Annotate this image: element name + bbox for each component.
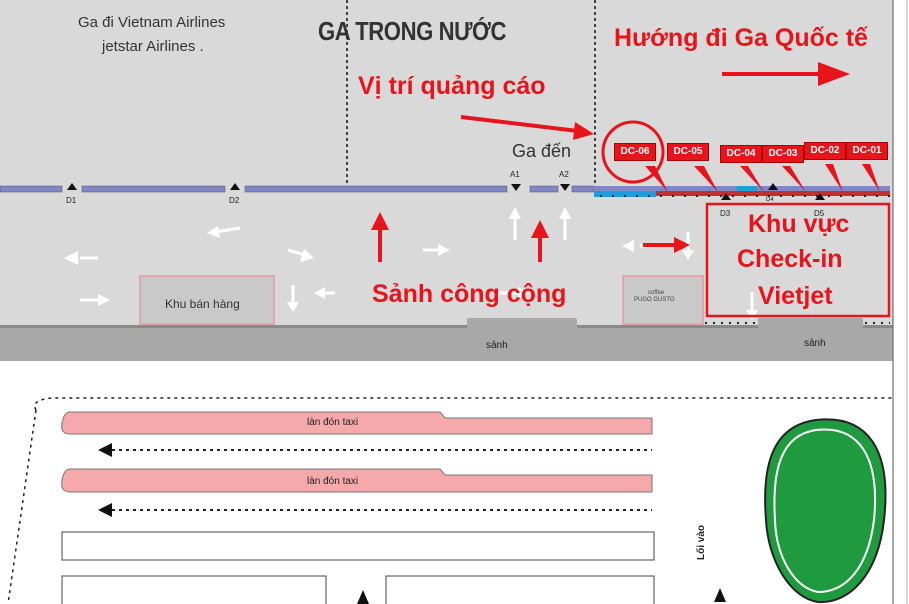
international-direction-label: Hướng đi Ga Quốc tế bbox=[614, 24, 868, 52]
checkin-zone-box bbox=[705, 202, 891, 318]
departure-label-line2: jetstar Airlines . bbox=[102, 38, 204, 55]
taxi-lane-2 bbox=[61, 468, 653, 493]
sales-area bbox=[139, 275, 275, 325]
checkin-line1: Khu vực bbox=[748, 210, 850, 238]
lobby-label-left: sảnh bbox=[486, 340, 508, 351]
taxi-lane-label-2: làn đón taxi bbox=[307, 476, 359, 487]
flow-arrows bbox=[64, 207, 758, 320]
ad-position-circle bbox=[601, 120, 665, 184]
sales-area-label: Khu bán hàng bbox=[165, 297, 240, 311]
lobby-label-right: sảnh bbox=[804, 338, 826, 349]
checkin-line2: Check-in bbox=[737, 245, 843, 273]
gate-d3: D3 bbox=[720, 209, 731, 218]
coffee-area bbox=[622, 275, 704, 325]
terminal-title: GA TRONG NƯỚC bbox=[318, 16, 506, 46]
ad-position-label: Vị trí quảng cáo bbox=[358, 72, 546, 100]
arrival-label: Ga đến bbox=[512, 141, 572, 161]
counter-tag-dc06: DC-06 bbox=[614, 143, 656, 161]
green-area bbox=[764, 418, 887, 604]
annotation-arrows bbox=[371, 62, 850, 262]
entrance-label: Lối vào bbox=[696, 524, 707, 560]
counter-tag-dc05: DC-05 bbox=[667, 143, 709, 161]
taxi-lane-1 bbox=[61, 411, 653, 435]
coffee-name-label: PUGO GUSTO bbox=[634, 297, 675, 303]
coffee-small-label: coffee bbox=[648, 290, 665, 296]
gate-d5: D5 bbox=[814, 209, 825, 218]
counter-tag-dc03: DC-03 bbox=[762, 145, 804, 163]
curb-band bbox=[0, 327, 893, 361]
gate-d2: D2 bbox=[229, 196, 240, 205]
parking-block-2 bbox=[385, 575, 655, 604]
gate-a1: A1 bbox=[510, 170, 520, 179]
counter-tag-dc01: DC-01 bbox=[846, 142, 888, 160]
gate-d4: D4 bbox=[766, 197, 774, 203]
checkin-counters-blue bbox=[594, 191, 656, 197]
gate-d1: D1 bbox=[66, 196, 77, 205]
taxi-lane-label-1: làn đón taxi bbox=[307, 417, 359, 428]
counter-tag-dc04: DC-04 bbox=[720, 145, 762, 163]
checkin-line3: Vietjet bbox=[758, 282, 833, 310]
gate-a2: A2 bbox=[559, 170, 569, 179]
counter-pointers bbox=[645, 164, 880, 192]
counter-tag-dc02: DC-02 bbox=[804, 142, 846, 160]
parking-lane bbox=[61, 531, 655, 561]
terminal-area bbox=[0, 0, 893, 327]
public-hall-label: Sảnh công cộng bbox=[372, 280, 567, 308]
departure-label-line1: Ga đi Vietnam Airlines bbox=[78, 14, 226, 31]
parking-block-1 bbox=[61, 575, 327, 604]
